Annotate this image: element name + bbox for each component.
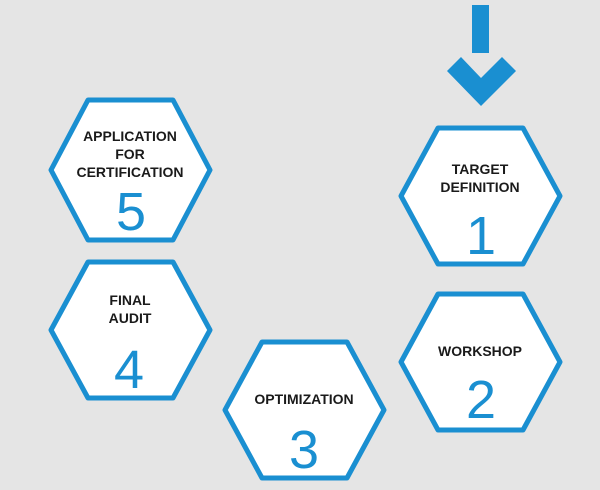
step-4-title-line-1: FINAL <box>109 292 151 308</box>
step-3-number: 3 <box>289 420 319 480</box>
step-4-title-line-2: AUDIT <box>109 310 152 326</box>
step-1-hexagon: TARGET DEFINITION 1 <box>398 125 563 267</box>
step-5-title-line-3: CERTIFICATION <box>76 164 183 180</box>
hexagon-shape <box>48 259 213 401</box>
step-5-title-line-2: FOR <box>115 146 145 162</box>
step-5-number: 5 <box>116 182 146 242</box>
arrow-down-icon <box>447 5 516 106</box>
step-4-hexagon: FINAL AUDIT 4 <box>48 259 213 401</box>
hexagon-shape <box>222 339 387 481</box>
step-1-title-line-1: TARGET <box>452 161 509 177</box>
hexagon-shape <box>398 291 563 433</box>
step-5-hexagon: APPLICATION FOR CERTIFICATION 5 <box>48 97 213 243</box>
step-1-number: 1 <box>466 206 496 266</box>
step-1-title-line-2: DEFINITION <box>440 179 519 195</box>
hexagon-shape <box>398 125 563 267</box>
step-2-title-line-1: WORKSHOP <box>438 343 522 359</box>
step-4-number: 4 <box>114 340 144 400</box>
step-3-hexagon: OPTIMIZATION 3 <box>222 339 387 481</box>
step-3-title-line-1: OPTIMIZATION <box>254 391 353 407</box>
step-2-number: 2 <box>466 370 496 430</box>
step-5-title-line-1: APPLICATION <box>83 128 177 144</box>
hexagon-shape <box>48 97 213 243</box>
step-2-hexagon: WORKSHOP 2 <box>398 291 563 433</box>
